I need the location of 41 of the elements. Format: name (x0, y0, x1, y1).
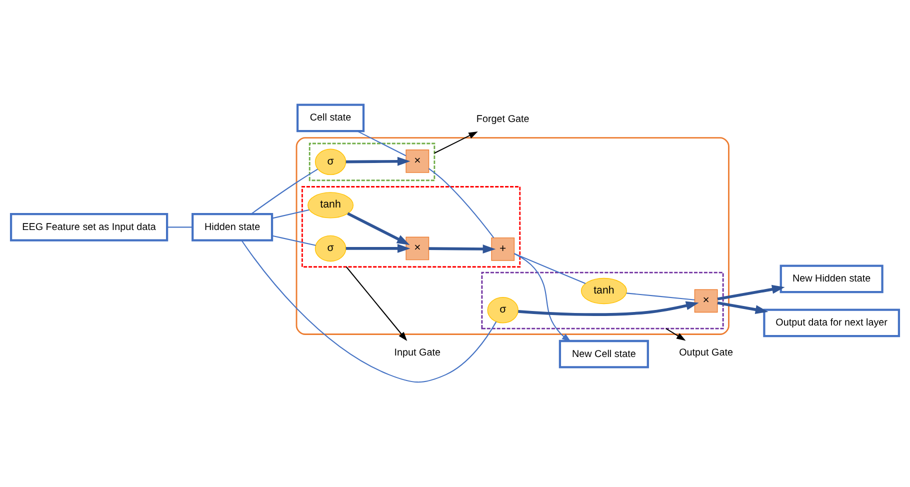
node-box: Hidden state (192, 213, 274, 242)
connector (272, 235, 316, 246)
node-text: Output Gate (679, 347, 734, 358)
connector (626, 292, 695, 300)
arrow (717, 284, 785, 300)
node-box: New Hidden state (780, 264, 884, 294)
arrow (346, 156, 410, 166)
node-box: EEG Feature set as Input data (10, 213, 168, 242)
connector (272, 209, 310, 219)
connector (167, 226, 192, 228)
arrow (717, 301, 768, 314)
cluster (301, 186, 521, 268)
node-box: Cell state (296, 104, 365, 132)
arrow (666, 328, 686, 341)
node-box: Output data for next layer (763, 308, 900, 338)
cluster (481, 272, 724, 330)
cluster (308, 142, 436, 182)
node-box: + (491, 237, 515, 261)
node-box: × (694, 289, 718, 313)
node-text: Forget Gate (476, 114, 530, 125)
arrow (428, 244, 496, 254)
arrow (434, 131, 478, 154)
node-box: New Cell state (558, 340, 649, 368)
node-ellipse: tanh (580, 278, 627, 304)
connector (250, 168, 318, 214)
connector (514, 253, 586, 284)
arrow (518, 301, 699, 316)
node-ellipse: tanh (308, 192, 354, 218)
node-ellipse: σ (487, 297, 518, 324)
node-box: × (406, 150, 430, 173)
node-ellipse: σ (314, 148, 346, 176)
connector (357, 130, 406, 156)
node-box: × (406, 236, 430, 260)
arrow (346, 244, 410, 253)
arrow (347, 212, 410, 245)
connector (428, 168, 494, 238)
node-text: Input Gate (394, 347, 441, 358)
connector (241, 240, 497, 383)
arrow (346, 266, 408, 342)
node-ellipse: σ (314, 235, 346, 262)
arrow (514, 253, 572, 342)
